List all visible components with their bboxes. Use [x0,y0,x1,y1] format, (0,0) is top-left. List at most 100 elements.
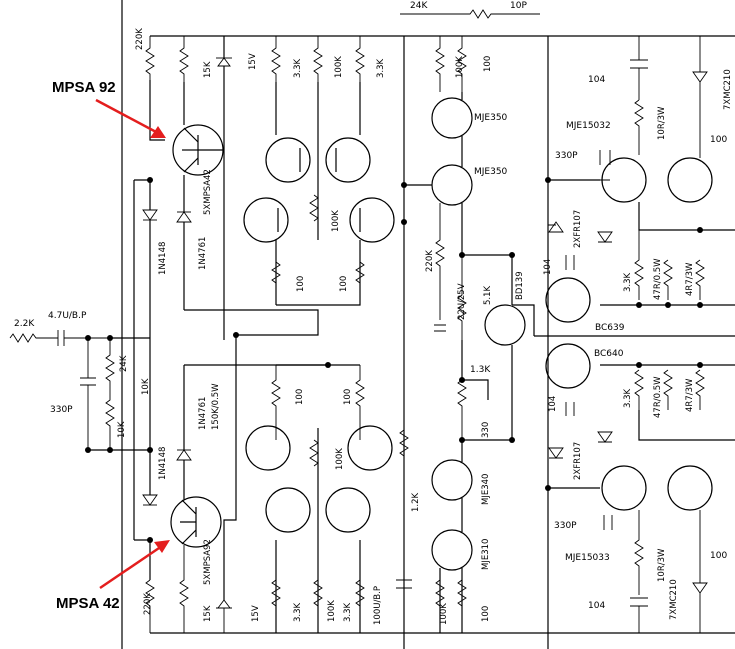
resistor-15k-bottom [179,545,189,633]
callout-mpsa42: MPSA 42 [56,595,120,612]
callout-mpsa92: MPSA 92 [52,79,116,96]
resistor-100k-e [435,579,445,607]
label-4r7-b: 4R7/3W [685,378,695,412]
capacitor-330p-b [603,515,613,530]
resistor-100-e [457,579,467,607]
resistor-3.3k-c [271,579,281,607]
capacitor-22u [434,324,446,332]
label-330p-in: 330P [50,405,73,415]
label-mje15033: MJE15033 [565,553,610,563]
label-24k-top: 24K [410,1,428,11]
label-1n4761-top: 1N4761 [198,237,208,270]
transistor-output-top [667,157,713,203]
label-330p-b: 330P [554,521,577,531]
label-220k-mid: 220K [425,250,435,272]
label-3.3k-b: 3.3K [376,58,386,78]
label-7xmc210-b: 7XMC210 [669,579,679,620]
resistor-220k-mid [435,203,445,320]
label-5.1k: 5.1K [483,285,493,305]
resistor-4r7-a [695,259,705,300]
resistor-2.2k-in [9,333,50,343]
resistor-24k-top [400,9,540,19]
capacitor-100u [396,579,412,589]
transistor-mpsa42 [170,496,222,548]
resistor-100k-mje [435,36,445,92]
label-1n4761-bottom: 1N4761 [198,397,208,430]
label-7xmc210-a: 7XMC210 [723,69,733,110]
label-3.3k-d: 3.3K [343,602,353,622]
label-2xfr107-b: 2XFR107 [573,442,583,480]
label-10r-3w-b: 10R/3W [657,548,667,582]
callout-arrow-mpsa42 [99,544,163,590]
resistor-3.3k-a [271,36,281,82]
label-mje15032: MJE15032 [566,121,611,131]
label-mje340: MJE340 [481,474,491,505]
resistor-100-d [355,365,365,440]
callout-arrowhead-mpsa92 [150,126,166,138]
diode-2xfr107-b [597,231,613,243]
transistor-mje340 [431,459,473,501]
capacitor-104-a [630,36,648,100]
label-mje350-a: MJE350 [474,113,508,123]
label-bc639: BC639 [595,323,625,333]
resistor-47r-a [663,259,673,300]
label-2.2k-in: 2.2K [14,319,35,329]
label-mje350-b: MJE350 [474,167,508,177]
label-1.3k: 1.3K [470,365,491,375]
transistor-bd139 [484,304,526,346]
diode-2xfr107-a [548,221,564,233]
label-220k-bottom: 220K [143,593,153,615]
label-100k-c: 100K [327,600,337,622]
label-100k-mje: 100K [455,56,465,78]
resistor-4r7-b [695,369,705,410]
label-100-mje: 100 [483,56,493,72]
resistor-330 [457,379,467,440]
transistor-mje15033 [601,465,647,511]
label-15v-top: 15V [248,53,258,70]
resistor-220k-bottom [145,579,155,633]
transistor-diff-c [243,197,289,243]
resistor-15k-top [179,36,189,82]
transistor-bc639 [545,277,591,323]
label-10k-b: 10K [117,421,127,438]
label-1n4148-top: 1N4148 [158,242,168,275]
diode-1n4148-bottom [142,494,158,506]
label-150k: 150K/0.5W [211,383,221,430]
callout-arrowhead-mpsa42 [154,540,170,553]
label-5xmpsa42: 5XMPSA42 [203,169,213,215]
resistor-100-b [355,261,365,284]
resistor-3.3k-e [634,230,644,300]
transistor-diff-e [245,425,291,471]
label-47r-b: 47R/0.5W [653,376,663,418]
label-47r-a: 47R/0.5W [653,258,663,300]
label-2xfr107-a: 2XFR107 [573,210,583,248]
label-24k-in: 24K [119,355,129,372]
capacitor-330p-in [80,338,96,450]
label-bd139: BD139 [515,271,525,300]
diode-2xfr107-d [548,447,564,459]
transistor-diff-f [347,425,393,471]
resistor-100k-bottom [309,439,319,467]
transistor-output-bottom [667,465,713,511]
transistor-diff-b [325,137,371,183]
diode-1n4148-top [142,209,158,221]
resistor-100k-mid [309,194,319,222]
label-100-f: 100 [710,135,727,145]
label-100k-mid: 100K [331,210,341,232]
label-15k-bottom: 15K [203,605,213,622]
label-104-b: 104 [543,259,553,275]
label-3.3k-f: 3.3K [623,388,633,408]
label-3.3k-c: 3.3K [293,602,303,622]
label-104-d: 104 [588,601,605,611]
label-100k-e: 100K [439,603,449,625]
transistor-diff-d [349,197,395,243]
label-10k-a: 10K [141,378,151,395]
zener-15v-bottom [217,599,231,609]
transistor-diff-a [265,137,311,183]
label-4r7-a: 4R7/3W [685,262,695,296]
label-10r-3w-a: 10R/3W [657,106,667,140]
label-100-b: 100 [339,276,349,292]
label-5xmpsa92: 5XMPSA92 [203,539,213,585]
resistor-3.3k-f [634,369,644,410]
label-100k-a: 100K [334,56,344,78]
